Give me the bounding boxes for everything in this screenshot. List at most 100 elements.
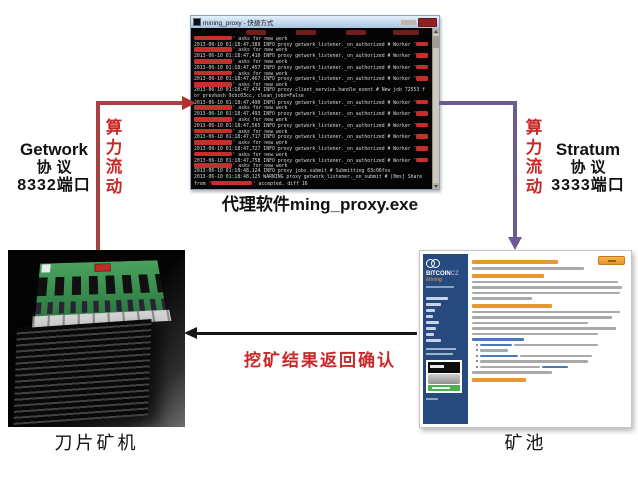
redaction-mark (416, 111, 428, 116)
text-skeleton (514, 343, 598, 346)
terminal-scrollbar[interactable] (432, 28, 439, 189)
stratum-arrow-horizontal (439, 101, 517, 105)
redaction-mark (416, 157, 428, 163)
bullet-icon (476, 349, 478, 352)
getwork-line1: Getwork (19, 140, 89, 159)
titlebar-smudge (401, 19, 416, 25)
text-skeleton (472, 321, 588, 324)
log-line: 2013-06-10 01:18:47,565 INFO proxy getwo… (194, 122, 432, 129)
sidebar-menu-item[interactable] (426, 315, 433, 318)
hashpower-flow-label-right: 算 力 流 动 (522, 118, 546, 196)
text-skeleton (472, 332, 598, 335)
ad-buy-button[interactable] (428, 384, 460, 391)
flow-char: 力 (525, 137, 543, 157)
log-line: 2013-06-10 01:18:47,493 INFO proxy getwo… (194, 111, 432, 117)
sidebar-menu-item[interactable] (426, 333, 434, 336)
sidebar-menu-item[interactable] (426, 309, 435, 312)
log-line: 2013-06-10 01:18:47,727 INFO proxy getwo… (194, 145, 432, 152)
log-line: from '' accepted, diff 16 (194, 180, 308, 187)
redaction-mark (296, 30, 317, 35)
log-line: ' asks for new work (194, 116, 432, 123)
getwork-arrow-horizontal (96, 101, 184, 105)
log-line: ' asks for new work (194, 151, 432, 158)
redaction-mark (416, 134, 428, 139)
text-skeleton (472, 267, 584, 270)
note-line (426, 347, 456, 350)
pool-brand-subtitle: Mining (426, 277, 443, 283)
text-skeleton (472, 310, 620, 313)
scroll-up-icon[interactable] (433, 28, 439, 34)
redaction-mark (416, 41, 428, 47)
sidebar-menu-item[interactable] (426, 321, 439, 324)
log-line: ' asks for new work (194, 128, 432, 135)
pool-sidebar-menu (426, 297, 465, 342)
return-arrow-line (196, 332, 417, 335)
console-icon (193, 18, 201, 26)
text-skeleton (520, 354, 592, 357)
redaction-mark (194, 128, 232, 134)
redaction-mark (194, 70, 232, 76)
bullet-list-item (476, 360, 628, 363)
proxy-caption-en: ming_proxy.exe (289, 195, 419, 214)
note-line (426, 352, 453, 355)
link-text-skeleton[interactable] (472, 338, 524, 341)
log-line: 2013-06-10 01:18:47,474 INFO proxy clien… (194, 87, 426, 93)
bitcoincz-logo-icon (426, 258, 465, 269)
log-line: 2013-06-10 01:18:47,467 INFO proxy getwo… (194, 76, 432, 82)
text-skeleton (472, 280, 618, 283)
bullet-icon (476, 360, 478, 363)
flow-char: 力 (105, 137, 123, 157)
terminal-titlebar[interactable]: mining_proxy - 快捷方式 (191, 16, 439, 28)
stratum-line3: 3333端口 (551, 177, 625, 194)
heading-skeleton (472, 303, 552, 308)
log-line: 2013-06-10 01:18:47,457 INFO proxy getwo… (194, 64, 432, 71)
pcb-red-component (94, 263, 111, 272)
bullet-icon (476, 343, 478, 346)
ad-logo-area (428, 361, 460, 373)
link-text-skeleton[interactable] (480, 354, 518, 357)
redaction-mark (346, 30, 367, 35)
sidebar-menu-item[interactable] (426, 339, 441, 342)
redaction-mark (194, 140, 232, 145)
text-skeleton (480, 349, 508, 352)
bullet-list-item (476, 365, 628, 368)
proxy-caption: 代理软件ming_proxy.exe (190, 190, 450, 215)
sidebar-ad-banner[interactable] (426, 359, 462, 393)
log-line: ' asks for new work (194, 70, 432, 77)
scrollbar-thumb[interactable] (433, 36, 439, 48)
redaction-mark (393, 30, 420, 35)
miner-caption: 刀片矿机 (54, 433, 139, 453)
log-line: ' asks for new work (194, 163, 432, 169)
brand-text: BITCOIN (426, 271, 451, 277)
stratum-line2: 协议 (570, 159, 611, 176)
link-text-skeleton[interactable] (542, 365, 568, 368)
pool-sidebar-note (426, 347, 465, 355)
heading-skeleton (472, 273, 544, 278)
heading-skeleton (472, 260, 558, 264)
brand-suffix: CZ (450, 271, 459, 277)
bullet-icon (476, 354, 478, 357)
log-line: ' asks for new work (194, 58, 432, 65)
redaction-mark (416, 76, 428, 81)
scroll-down-icon[interactable] (433, 183, 439, 189)
log-line: ' asks for new work (194, 47, 432, 53)
log-line: 2013-06-10 01:18:48,125 WARNING proxy ge… (194, 174, 423, 180)
sidebar-menu-item[interactable] (426, 297, 448, 300)
redaction-mark (194, 82, 232, 87)
pool-login-button[interactable] (598, 256, 625, 265)
log-line: 2013-06-10 01:18:47,389 INFO proxy getwo… (194, 41, 432, 48)
pcb-capacitor-row (37, 274, 163, 297)
log-line: ' asks for new work (194, 82, 432, 88)
terminal-title: mining_proxy - 快捷方式 (203, 20, 274, 27)
link-text-skeleton[interactable] (480, 343, 512, 346)
text-skeleton (472, 291, 620, 294)
close-button-redacted[interactable] (418, 17, 437, 27)
sidebar-menu-item[interactable] (426, 303, 441, 306)
flow-char: 算 (525, 118, 543, 137)
sidebar-menu-item[interactable] (426, 327, 436, 330)
redaction-mark (416, 64, 428, 70)
blade-miner-photo (8, 250, 185, 427)
text-skeleton (472, 327, 616, 330)
log-line (194, 30, 432, 36)
